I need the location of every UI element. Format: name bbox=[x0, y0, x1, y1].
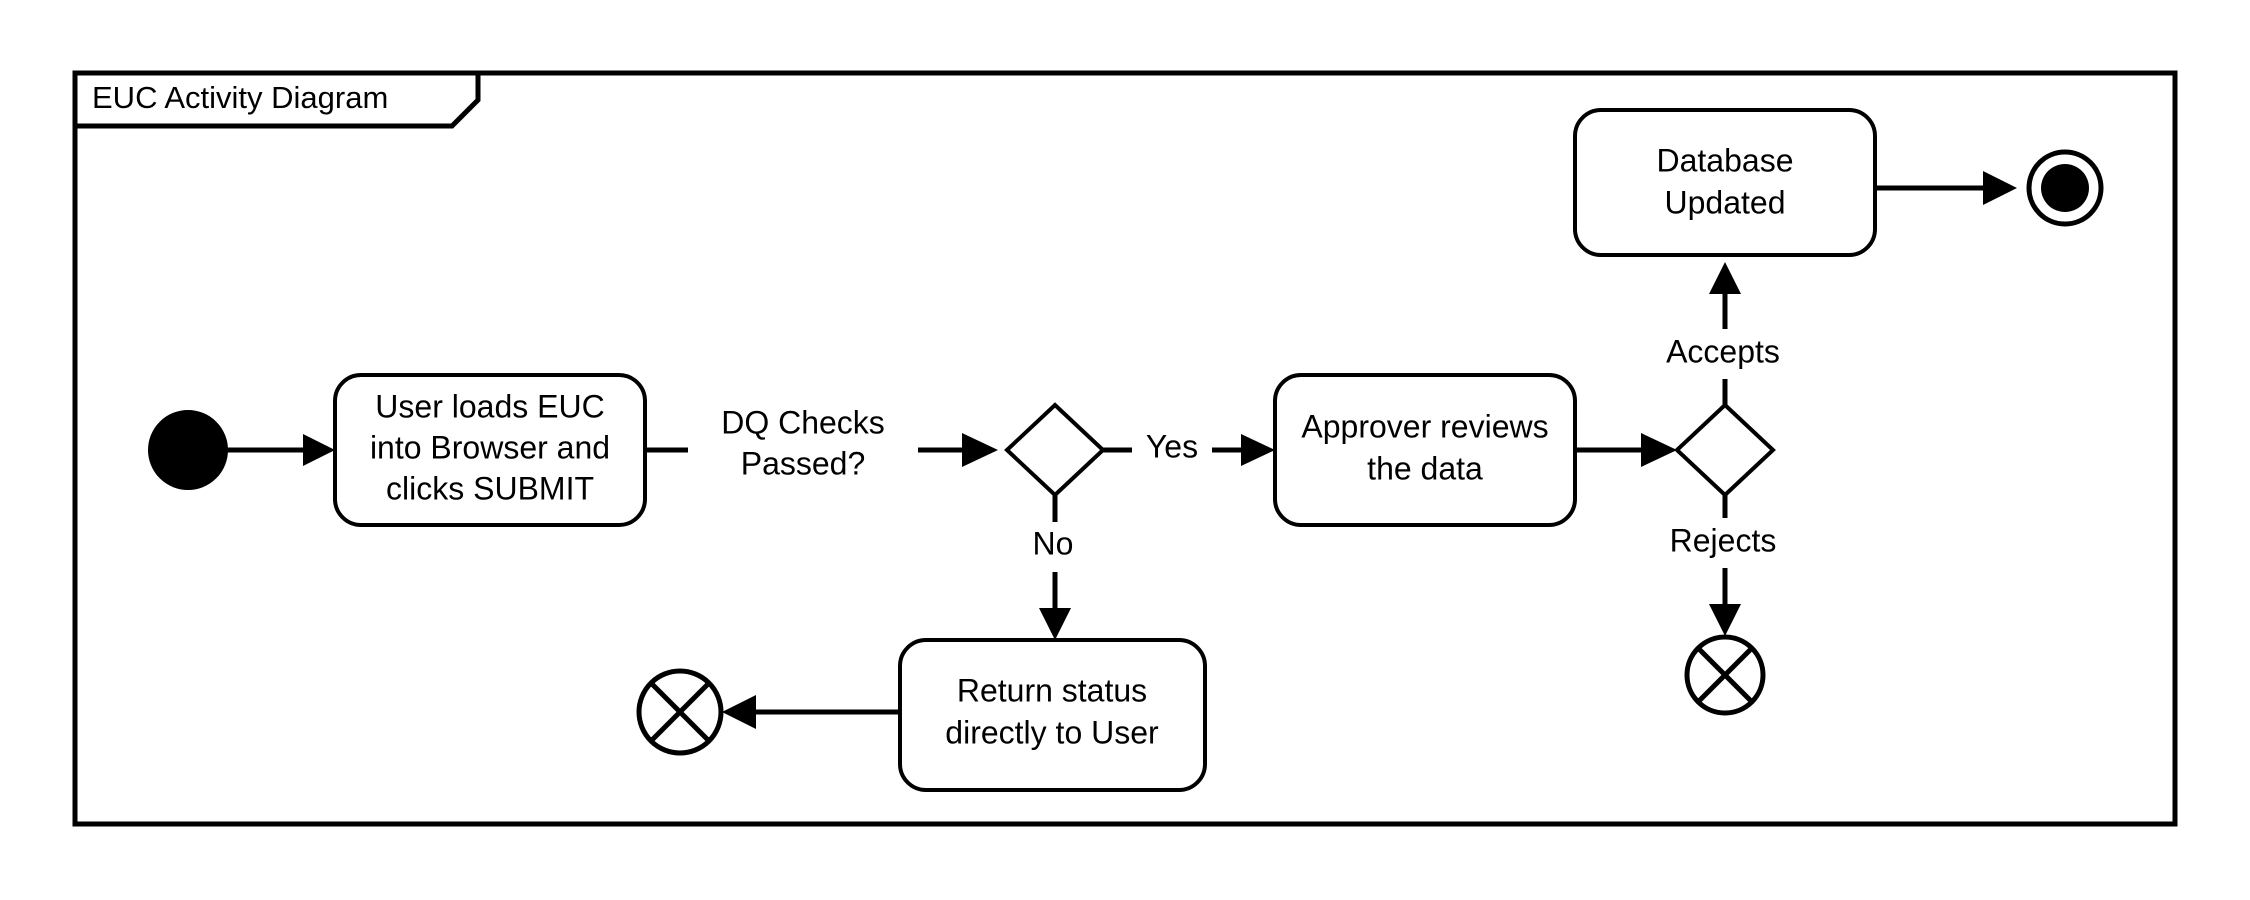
edge-label-backdrop bbox=[1650, 518, 1800, 568]
edge-label-backdrop bbox=[1020, 522, 1092, 572]
edge-return-status-to-flow-final bbox=[722, 695, 900, 729]
arrow-head-icon bbox=[962, 433, 998, 467]
edge-label-no: No bbox=[1033, 525, 1074, 561]
edge-label-rejects: Rejects bbox=[1670, 522, 1777, 558]
edge-start-to-load-euc bbox=[226, 434, 335, 466]
action-return-status-box bbox=[898, 638, 1207, 792]
edge-label-backdrop bbox=[1132, 424, 1212, 476]
arrow-head-icon bbox=[303, 434, 335, 466]
decision-dq-checks-diamond bbox=[1004, 402, 1106, 498]
edge-label-dq-checks-line1: DQ Checks bbox=[721, 404, 885, 440]
flow-final-node-user bbox=[636, 668, 724, 756]
action-database-updated-label-line2: Updated bbox=[1665, 184, 1786, 220]
arrow-head-icon bbox=[1039, 608, 1071, 640]
action-load-euc-label-line3: clicks SUBMIT bbox=[386, 470, 594, 506]
flow-final-reject-cross-icon bbox=[1696, 646, 1754, 704]
action-load-euc-label-line2: into Browser and bbox=[370, 429, 610, 465]
arrow-head-icon bbox=[1709, 604, 1741, 636]
action-approver-review-label-line1: Approver reviews bbox=[1301, 408, 1548, 444]
edge-approval-to-database-updated: Accepts bbox=[1650, 262, 1800, 405]
edge-label-accepts: Accepts bbox=[1666, 333, 1780, 369]
initial-node-circle bbox=[148, 410, 228, 490]
action-return-status: Return status directly to User bbox=[898, 638, 1207, 792]
action-load-euc-label-line1: User loads EUC bbox=[375, 388, 604, 424]
edge-label-backdrop bbox=[688, 398, 918, 498]
edge-load-euc-to-dq-decision: DQ Checks Passed? bbox=[645, 398, 998, 498]
decision-approval-diamond bbox=[1674, 402, 1776, 498]
final-node bbox=[2026, 149, 2104, 227]
edge-approver-to-approval-decision bbox=[1575, 433, 1677, 467]
initial-node bbox=[148, 410, 228, 490]
action-approver-review: Approver reviews the data bbox=[1273, 373, 1577, 527]
arrow-head-icon bbox=[1983, 171, 2017, 205]
edge-label-yes: Yes bbox=[1146, 428, 1198, 464]
edge-label-backdrop bbox=[1650, 329, 1800, 379]
frame-title-label: EUC Activity Diagram bbox=[92, 80, 388, 115]
frame-title-tab bbox=[72, 70, 481, 129]
frame-border bbox=[72, 70, 2178, 827]
action-database-updated: Database Updated bbox=[1573, 108, 1877, 257]
action-approver-review-label-line2: the data bbox=[1367, 450, 1483, 486]
action-load-euc: User loads EUC into Browser and clicks S… bbox=[333, 373, 647, 527]
decision-approval bbox=[1674, 402, 1776, 498]
action-database-updated-label-line1: Database bbox=[1657, 142, 1794, 178]
diagram-frame: EUC Activity Diagram bbox=[72, 70, 2178, 827]
edge-label-dq-checks-line2: Passed? bbox=[741, 445, 866, 481]
flow-final-node-reject bbox=[1684, 634, 1766, 716]
edge-database-updated-to-end bbox=[1875, 171, 2017, 205]
arrow-head-icon bbox=[1641, 433, 1677, 467]
edge-dq-decision-to-approver: Yes bbox=[1103, 424, 1275, 476]
edge-approval-to-flow-final-reject: Rejects bbox=[1650, 495, 1800, 636]
edge-dq-decision-to-return-status: No bbox=[1020, 495, 1092, 640]
arrow-head-icon bbox=[722, 695, 756, 729]
action-database-updated-box bbox=[1573, 108, 1877, 257]
action-return-status-label-line1: Return status bbox=[957, 672, 1147, 708]
action-return-status-label-line2: directly to User bbox=[945, 714, 1159, 750]
flow-final-user-cross-icon bbox=[649, 681, 711, 743]
arrow-head-icon bbox=[1241, 434, 1275, 466]
arrow-head-icon bbox=[1709, 262, 1741, 294]
final-node-core bbox=[2041, 164, 2089, 212]
decision-dq-checks bbox=[1004, 402, 1106, 498]
